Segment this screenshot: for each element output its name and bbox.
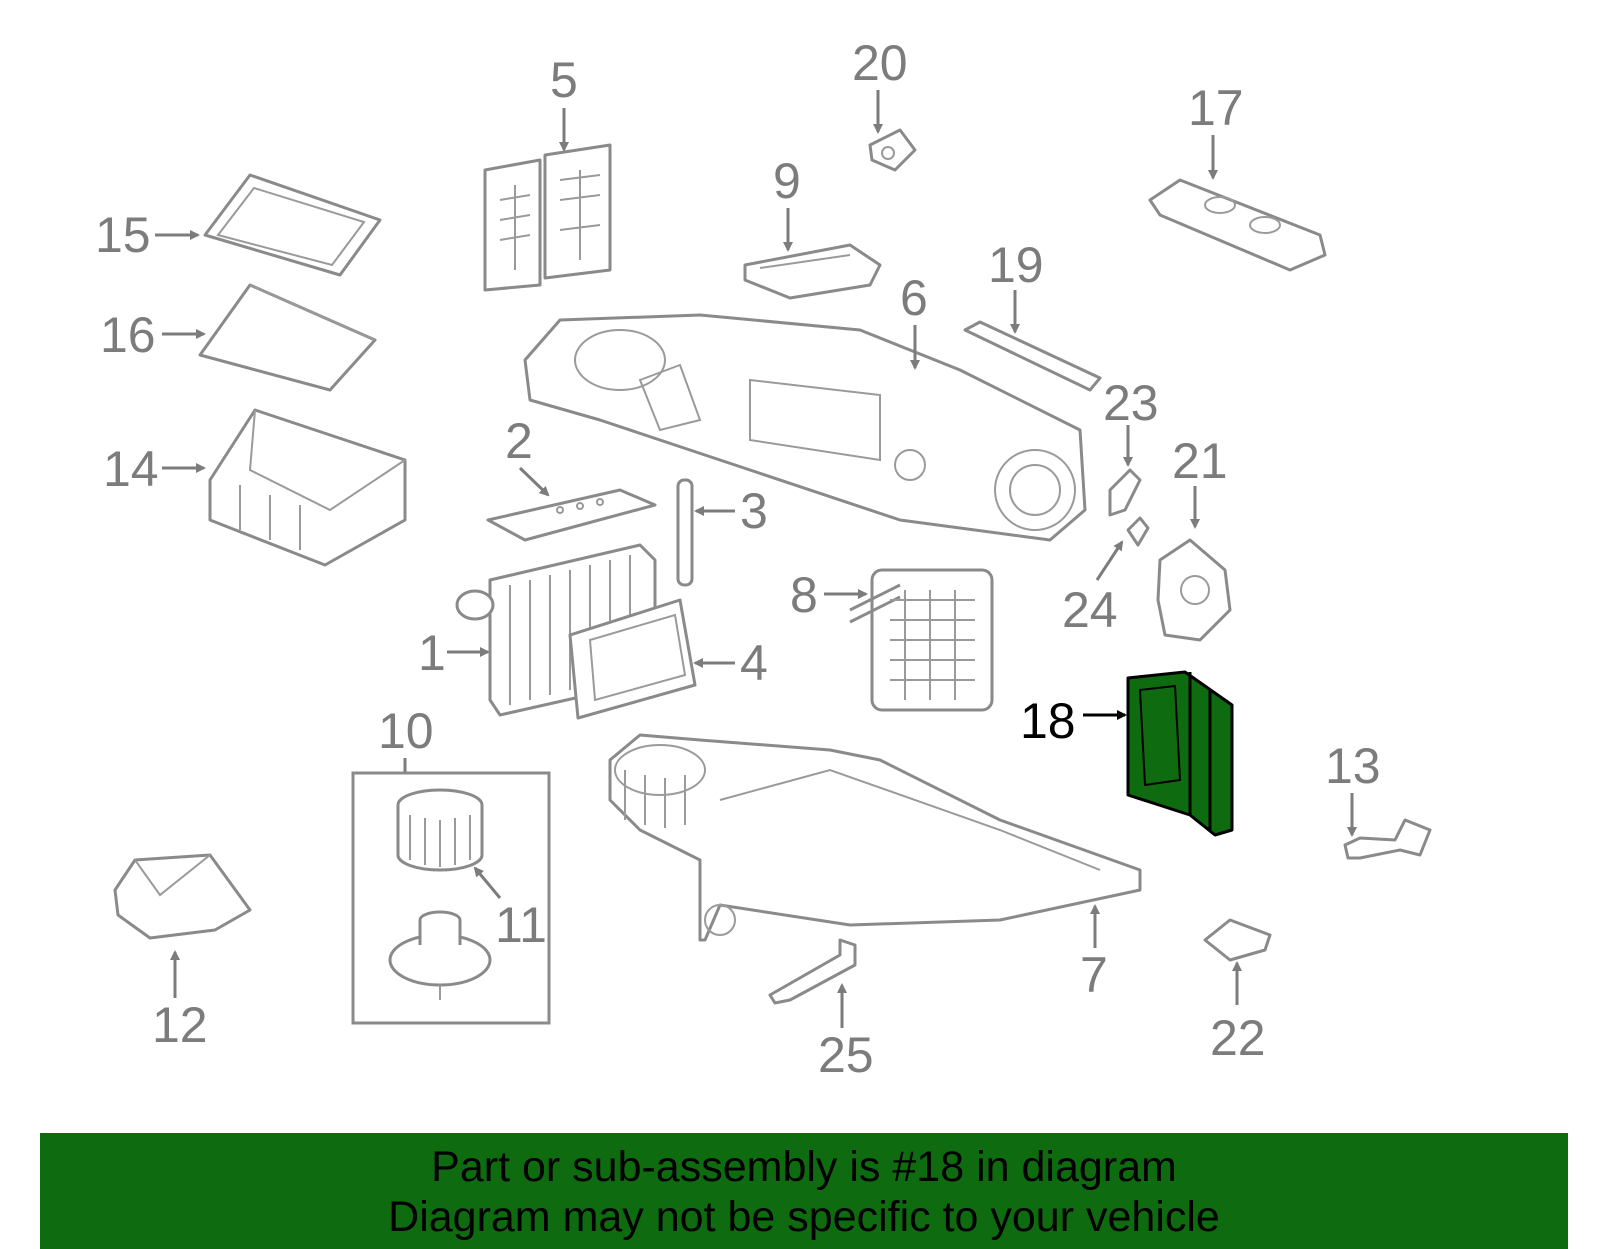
info-banner: Part or sub-assembly is #18 in diagram D… [40, 1133, 1568, 1249]
part-8-heater-core [849, 568, 994, 712]
callout-25: 25 [818, 1027, 874, 1083]
part-13-connector [1343, 818, 1432, 860]
callout-7: 7 [1080, 947, 1108, 1003]
callout-3: 3 [740, 483, 768, 539]
callout-13: 13 [1325, 738, 1381, 794]
callout-2: 2 [505, 413, 533, 469]
callout-17: 17 [1188, 80, 1244, 136]
part-23-lever [1108, 468, 1142, 517]
callout-4: 4 [740, 635, 768, 691]
part-4-core [568, 598, 697, 720]
callout-11: 11 [495, 897, 547, 953]
callout-18: 18 [1020, 693, 1076, 749]
part-5-filters [483, 143, 612, 292]
part-24-lever [1126, 516, 1150, 547]
callout-22: 22 [1210, 1010, 1266, 1066]
callout-10: 10 [378, 703, 434, 759]
part-18-highlighted-door [1126, 670, 1234, 837]
part-17-duct [1148, 178, 1327, 272]
part-22-bracket [1203, 918, 1272, 962]
callout-19: 19 [988, 237, 1044, 293]
callout-15: 15 [95, 207, 151, 263]
part-14-housing [208, 408, 407, 567]
banner-line-1: Part or sub-assembly is #18 in diagram [431, 1143, 1177, 1191]
callout-12: 12 [152, 997, 208, 1053]
part-3-seal [676, 478, 694, 587]
part-9-duct [743, 243, 882, 300]
callout-20: 20 [852, 35, 908, 91]
leader-arrows [155, 90, 1357, 1028]
part-12-housing [113, 853, 252, 940]
callout-24: 24 [1062, 582, 1118, 638]
banner-line-2: Diagram may not be specific to your vehi… [388, 1193, 1220, 1241]
part-10-blower-assembly [351, 771, 551, 1025]
part-19-seal [963, 320, 1102, 392]
part-20-clip [868, 128, 917, 172]
callout-8: 8 [790, 567, 818, 623]
part-6-upper-case [523, 313, 1087, 542]
callout-21: 21 [1172, 433, 1228, 489]
part-16-filter [198, 283, 377, 392]
part-15-filter-frame [203, 173, 382, 277]
callout-5: 5 [550, 52, 578, 108]
callout-23: 23 [1103, 375, 1159, 431]
callout-9: 9 [773, 153, 801, 209]
part-21-actuator [1156, 538, 1232, 642]
part-2-seal-plate [486, 488, 657, 542]
callout-6: 6 [900, 270, 928, 326]
callout-16: 16 [100, 307, 156, 363]
callout-14: 14 [103, 441, 159, 497]
callout-1: 1 [418, 625, 446, 681]
part-7-lower-case [608, 733, 1142, 942]
part-25-bracket [768, 938, 857, 1005]
